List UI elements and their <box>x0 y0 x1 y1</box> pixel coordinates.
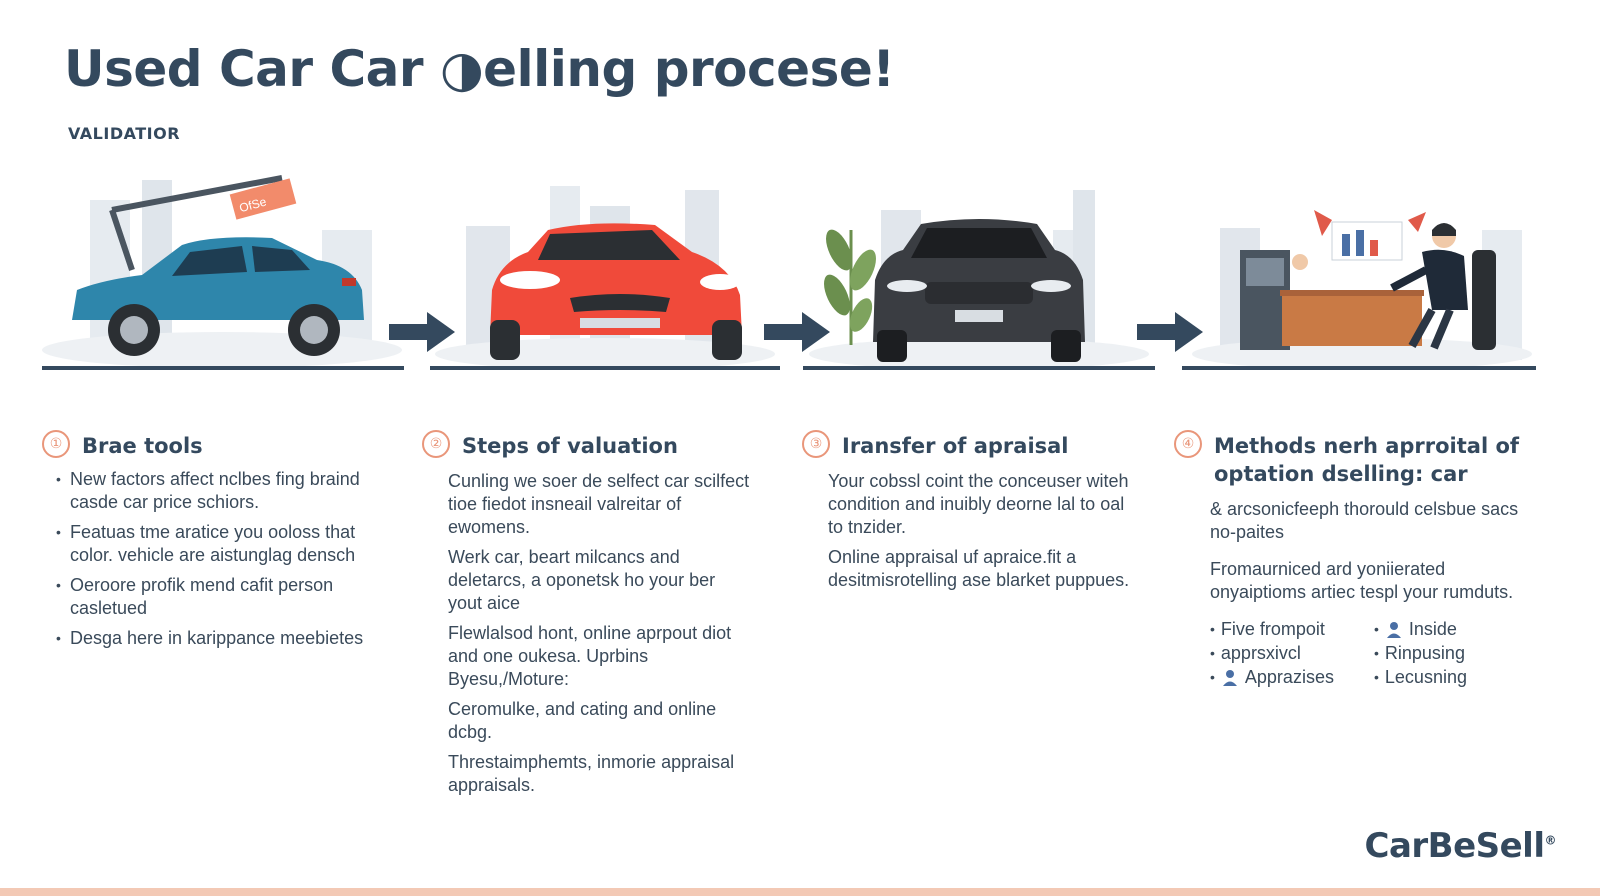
step-title: Steps of valuation <box>462 434 678 458</box>
illustration-office-desk <box>1182 170 1536 380</box>
paragraph: Threstaimphemts, inmorie appraisal appra… <box>448 752 735 795</box>
step-4-column: ④ Methods nerh aprroital of optation dse… <box>1174 430 1544 689</box>
step-1-bullets: New factors affect nclbes fing braind ca… <box>42 468 382 650</box>
list-item: • Apprazises <box>1210 667 1334 687</box>
list-item: Featuas tme aratice you ooloss that colo… <box>56 521 382 567</box>
list-item: Oeroore profik mend cafit person casletu… <box>56 574 382 620</box>
paragraph: Fromaurniced ard yoniierated onyaiptioms… <box>1210 559 1514 602</box>
step-2-column: ② Steps of valuation Cunling we soer de … <box>422 430 752 804</box>
sale-sign: OfSe <box>229 178 297 220</box>
paragraph: Werk car, beart milcancs and deletarcs, … <box>448 547 716 613</box>
arrow-right-icon <box>762 310 832 354</box>
list-item: New factors affect nclbes fing braind ca… <box>56 468 382 514</box>
step-title: Methods nerh aprroital of optation dsell… <box>1214 434 1520 486</box>
list-item: •Lecusning <box>1374 667 1467 687</box>
paragraph: Your cobssl coint the conceuser witeh co… <box>828 471 1129 537</box>
paragraph: Flewlalsod hont, online aprpout diot and… <box>448 623 732 689</box>
illustration-blue-car: OfSe <box>42 170 404 380</box>
step-number-badge: ① <box>42 430 70 458</box>
list-item: •Five frompoit <box>1210 619 1325 639</box>
list-item: • Inside <box>1374 619 1457 639</box>
step-1-column: ① Brae tools New factors affect nclbes f… <box>42 430 382 657</box>
arrow-right-icon <box>1135 310 1205 354</box>
step-number-badge: ③ <box>802 430 830 458</box>
illustration-red-car <box>430 170 780 380</box>
step-3-column: ③ Iransfer of apraisal Your cobssl coint… <box>802 430 1142 599</box>
page-subtitle: VALIDATIOR <box>68 124 181 143</box>
step-4-feature-list: •Five frompoit • Inside •apprsxivcl •Rin… <box>1210 618 1544 689</box>
paragraph: Cunling we soer de selfect car scilfect … <box>448 471 750 537</box>
paragraph: Ceromulke, and cating and online dcbg. <box>448 699 717 742</box>
svg-text:OfSe: OfSe <box>238 194 268 215</box>
paragraph: Online appraisal uf apraice.fit a desitm… <box>828 547 1130 590</box>
person-icon <box>1222 669 1237 686</box>
list-item: Desga here in karippance meebietes <box>56 627 382 650</box>
step-title: Brae tools <box>82 434 203 458</box>
plant-icon <box>824 229 876 345</box>
footer-bar <box>0 888 1600 896</box>
page-title: Used Car Car ◑elling procese! <box>64 40 895 98</box>
illustration-dark-car <box>803 170 1155 380</box>
step-number-badge: ④ <box>1174 430 1202 458</box>
step-number-badge: ② <box>422 430 450 458</box>
paragraph: & arcsonicfeeph thorould celsbue sacs no… <box>1210 499 1519 542</box>
person-icon <box>1386 621 1401 638</box>
list-item: •apprsxivcl <box>1210 643 1301 663</box>
list-item: •Rinpusing <box>1374 643 1465 663</box>
arrow-right-icon <box>387 310 457 354</box>
step-title: Iransfer of apraisal <box>842 434 1069 458</box>
brand-logo: CarBeSell® <box>1364 826 1557 866</box>
bar-chart-icon <box>1331 221 1403 261</box>
